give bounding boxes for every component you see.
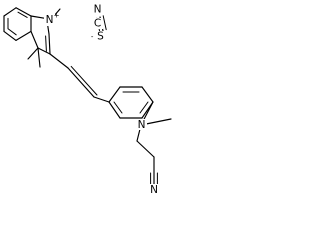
nitrile-group (150, 172, 158, 185)
triple-bond-line (102, 15, 107, 31)
bond (30, 15, 45, 19)
bond (37, 47, 51, 55)
phenyl-ring (108, 86, 154, 119)
amine-n-label: N (138, 119, 146, 131)
structure-canvas: N + S - C N N N (0, 0, 180, 197)
indolium-n-label: N (46, 14, 54, 26)
aromatic-inner-bond (7, 28, 17, 36)
bond (93, 96, 110, 103)
bond (108, 101, 121, 119)
label-background (149, 184, 160, 195)
nitrile-n-label: N (150, 184, 158, 196)
label-background (44, 14, 55, 26)
vinyl-linker (49, 53, 110, 103)
double-bond-inner (45, 35, 47, 52)
methyl-bond (37, 47, 41, 68)
methyl-bond (27, 47, 39, 60)
label-background (92, 18, 103, 29)
aromatic-inner-bond (17, 11, 28, 18)
thiocyanate-s-label: S (97, 31, 104, 43)
thiocyanate-c-label: C (94, 18, 101, 30)
bond (108, 86, 121, 103)
double-bond-inner (70, 65, 98, 96)
bond (3, 30, 17, 41)
label-background (94, 31, 106, 42)
thiocyanate-charge-label: - (91, 33, 94, 41)
bond (67, 67, 95, 98)
bond (3, 7, 17, 17)
bond (49, 53, 69, 69)
aromatic-inner-bond (113, 101, 123, 114)
aromatic-inner-bond (139, 101, 149, 114)
bond (141, 86, 154, 103)
label-background (92, 4, 103, 15)
chemical-structure: N + S - C N N N (3, 4, 172, 196)
bond (48, 33, 51, 55)
bond (30, 30, 39, 49)
label-background (136, 119, 147, 130)
bond (15, 7, 32, 17)
thiocyanate-n-label: N (94, 4, 102, 16)
bond (15, 30, 32, 41)
indoline-benzene-ring (3, 7, 32, 41)
indolium-charge-label: + (54, 12, 60, 20)
ethylene-chain-bond (136, 140, 155, 158)
